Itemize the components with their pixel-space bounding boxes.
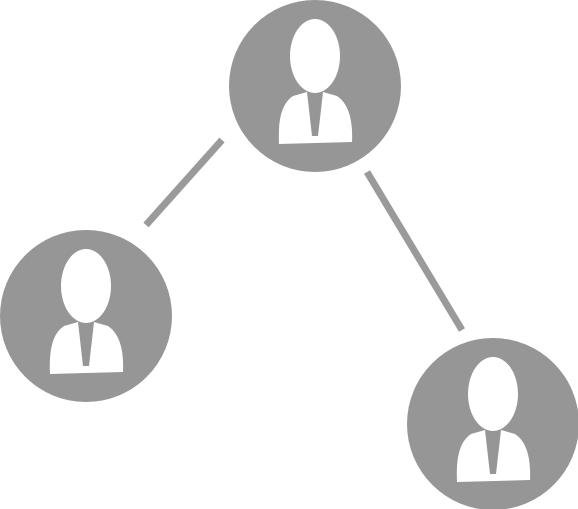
person-node-top [229,0,401,172]
connector-line-top-right [364,170,465,332]
connector-line-top-left [143,137,225,228]
person-node-right [407,338,578,509]
person-node-left [0,230,172,402]
